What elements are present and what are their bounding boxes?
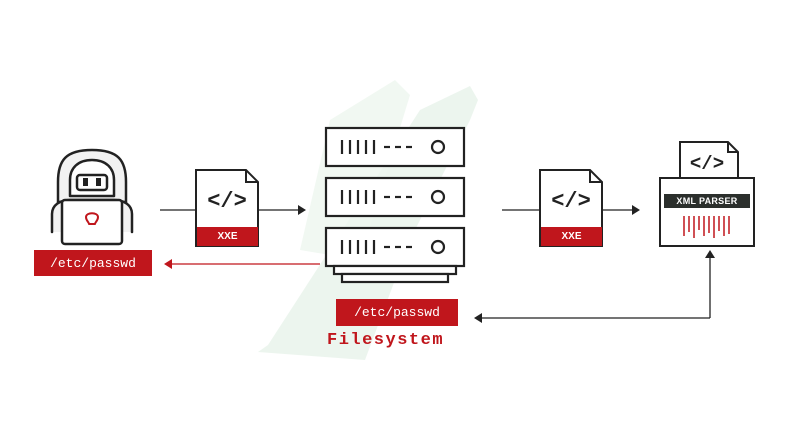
shredder-strips [683, 216, 730, 238]
right-xxe-tag: XXE [541, 227, 602, 246]
left-file-code-glyph: </> [207, 188, 247, 214]
parser-file-code-glyph: </> [689, 153, 725, 175]
arrow-right-out-head [632, 205, 640, 215]
filesystem-caption: Filesystem [327, 331, 445, 350]
hacker-icon [50, 148, 134, 246]
xml-parser-shredder-icon [659, 141, 755, 247]
arrow-return-head [164, 259, 172, 269]
attacker-passwd-label: /etc/passwd [34, 250, 152, 276]
arrow-parser-up-head [705, 250, 715, 258]
arrow-parser-left-head [474, 313, 482, 323]
xml-parser-label: XML PARSER [664, 194, 750, 208]
server-indicators [340, 139, 446, 255]
arrow-left-in-head [298, 205, 306, 215]
right-file-code-glyph: </> [551, 188, 591, 214]
left-xxe-tag: XXE [197, 227, 258, 246]
filesystem-passwd-label: /etc/passwd [336, 299, 458, 326]
